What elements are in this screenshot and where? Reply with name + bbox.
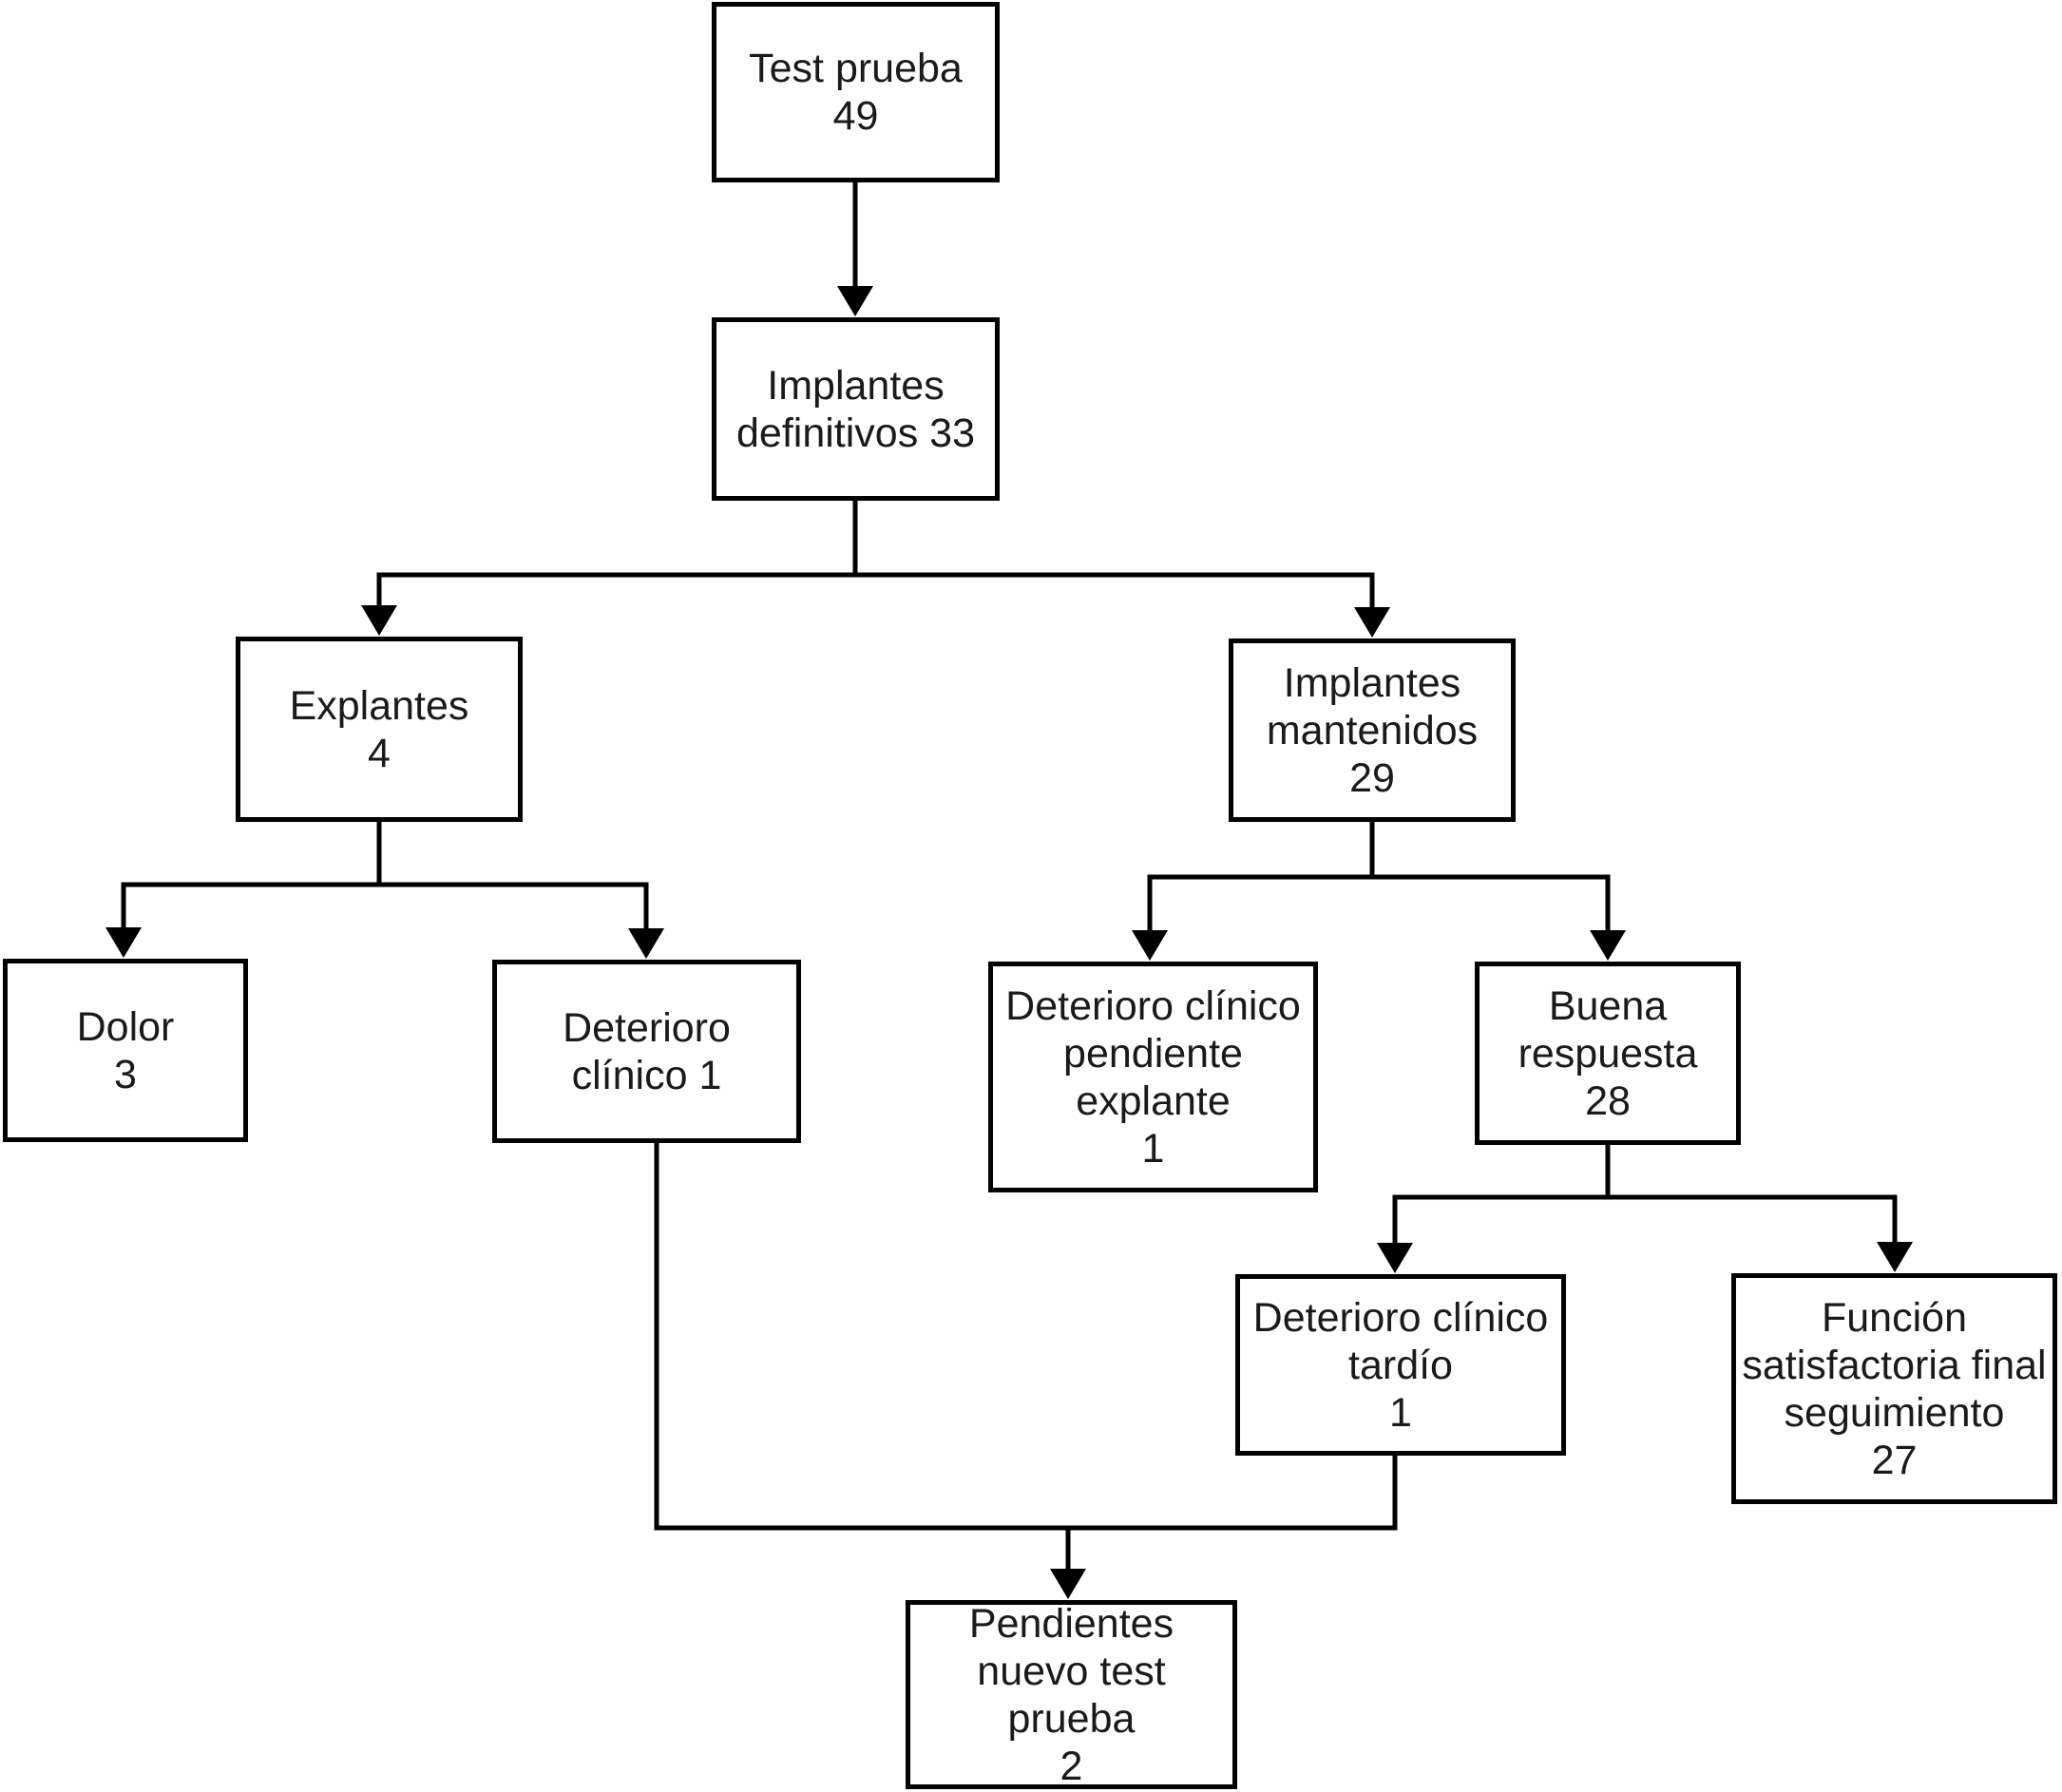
arrowhead-buena-respuesta (1590, 930, 1626, 961)
node-deterioro-clinico-pendiente-explante: Deterioro clínico pendiente explante 1 (988, 962, 1318, 1192)
arrowhead-funcion (1877, 1242, 1913, 1272)
connector-buena-respuesta-split (1392, 1145, 1898, 1249)
node-dolor: Dolor 3 (3, 959, 248, 1142)
arrowhead-pendientes (1050, 1569, 1086, 1599)
connector-merge-to-pendientes (654, 1143, 1398, 1574)
node-deterioro-clinico-tardio: Deterioro clínico tardío 1 (1235, 1274, 1566, 1456)
arrowhead-pendiente-explante (1132, 930, 1168, 961)
node-implantes-definitivos: Implantes definitivos 33 (712, 317, 1000, 501)
node-buena-respuesta: Buena respuesta 28 (1475, 962, 1741, 1145)
connector-mantenidos-split (1147, 822, 1611, 936)
arrowhead-definitivos (837, 286, 873, 316)
arrowhead-deterioro-clinico (628, 928, 664, 959)
arrowhead-tardio (1377, 1243, 1413, 1273)
arrowhead-explantes (361, 605, 397, 636)
arrowhead-dolor (105, 927, 142, 958)
arrowhead-mantenidos (1354, 607, 1390, 638)
node-explantes: Explantes 4 (236, 637, 523, 822)
node-test-prueba: Test prueba 49 (712, 2, 1000, 182)
connector-definitivos-split (376, 501, 1375, 613)
connector-explantes-split (121, 822, 649, 934)
arrowheads (105, 286, 1913, 1599)
node-pendientes-nuevo-test: Pendientes nuevo test prueba 2 (906, 1600, 1237, 1789)
node-funcion-satisfactoria: Función satisfactoria final seguimiento … (1731, 1273, 2057, 1504)
node-deterioro-clinico: Deterioro clínico 1 (492, 960, 801, 1143)
node-implantes-mantenidos: Implantes mantenidos 29 (1229, 639, 1516, 822)
